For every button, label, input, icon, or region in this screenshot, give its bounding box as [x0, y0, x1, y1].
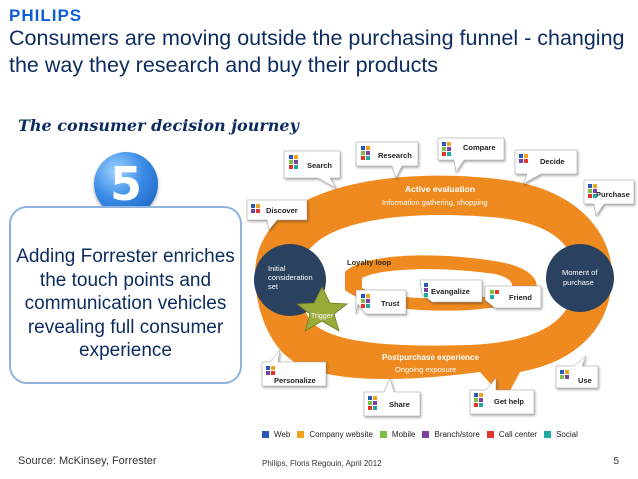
legend-swatch — [262, 431, 269, 438]
callout-evangelize-icons — [424, 283, 428, 297]
callout-research-label: Research — [378, 151, 412, 160]
slide-subtitle: The consumer decision journey — [18, 116, 299, 135]
callout-trust-label: Trust — [381, 299, 400, 308]
legend-swatch — [544, 431, 552, 438]
legend-swatch — [486, 431, 494, 438]
legend-label: Branch/store — [434, 430, 480, 439]
callout-friend-label: Friend — [509, 293, 532, 302]
legend-swatch — [422, 431, 430, 438]
legend-item-social: Social — [544, 430, 578, 439]
legend-label: Company website — [309, 430, 373, 439]
philips-logo: PHILIPS — [9, 6, 83, 25]
callout-evangelize-label: Evangalize — [431, 287, 470, 296]
callout-trust-icons — [361, 294, 370, 308]
callout-research — [355, 141, 419, 179]
callout-get-help-icons — [474, 393, 483, 407]
callout-share-icons — [368, 396, 377, 410]
footer-text: Philips, Floris Regouin, April 2012 — [262, 459, 382, 468]
initial-line-1: Initial — [268, 264, 286, 273]
callout-personalize — [261, 349, 327, 387]
active-evaluation-label: Active evaluation — [405, 184, 475, 194]
callout-discover-label: Discover — [266, 206, 298, 215]
callout-search-icons — [289, 155, 298, 169]
callout-compare — [437, 137, 505, 173]
postpurchase-sub: Ongoing exposure — [395, 365, 456, 374]
callout-personalize-icons — [266, 366, 275, 375]
callout-purchase-label: Purchase — [596, 190, 630, 199]
page-number: 5 — [613, 456, 619, 467]
note-text: Adding Forrester enriches the touch poin… — [16, 246, 235, 362]
callout-get-help — [469, 377, 535, 415]
legend-label: Call center — [498, 430, 538, 439]
legend-item-mobile: Mobile — [379, 430, 416, 439]
initial-line-2: consideration — [268, 273, 313, 282]
legend-item-web: Web — [262, 430, 290, 439]
legend-swatch — [297, 431, 305, 438]
callout-compare-label: Compare — [463, 143, 496, 152]
initial-line-3: set — [268, 282, 279, 291]
moment-line-1: Moment of — [562, 268, 598, 277]
channel-legend: Web Company website Mobile Branch/store … — [262, 430, 585, 439]
callout-personalize-label: Personalize — [274, 376, 316, 385]
legend-swatch — [379, 431, 387, 438]
number-badge: 5 — [94, 152, 158, 216]
source-note: Source: McKinsey, Forrester — [18, 455, 157, 467]
trigger-label: Trigger — [311, 313, 334, 320]
moment-line-2: purchase — [563, 278, 594, 287]
active-evaluation-sub: Information gathering, shopping — [382, 198, 488, 207]
callout-use-icons — [560, 370, 569, 379]
callout-use-label: Use — [578, 376, 592, 385]
legend-label: Mobile — [391, 430, 416, 439]
legend-label: Social — [556, 430, 578, 439]
legend-item-call-center: Call center — [486, 430, 538, 439]
callout-purchase-icons — [588, 184, 597, 198]
legend-item-branch-store: Branch/store — [422, 430, 480, 439]
callout-research-icons — [361, 146, 370, 160]
callout-discover-icons — [251, 204, 260, 213]
callout-use — [555, 355, 599, 389]
postpurchase-label: Postpurchase experience — [382, 353, 479, 362]
callout-compare-icons — [442, 142, 451, 156]
note-box: Adding Forrester enriches the touch poin… — [9, 206, 242, 384]
callout-friend-icons — [490, 290, 499, 299]
callout-share-label: Share — [389, 400, 410, 409]
callout-evangelize — [419, 279, 483, 303]
moment-of-purchase-circle: Moment of purchase — [546, 244, 614, 312]
initial-consideration-circle: Initial consideration set — [254, 244, 326, 316]
callout-search-label: Search — [307, 161, 332, 170]
legend-label: Web — [274, 430, 291, 439]
callout-decide-icons — [519, 154, 528, 163]
callout-decide — [514, 149, 578, 185]
callout-get-help-label: Get help — [494, 397, 524, 406]
legend-item-company-website: Company website — [297, 430, 373, 439]
callout-discover — [246, 199, 308, 231]
trigger-star: Trigger — [295, 286, 349, 332]
slide-title: Consumers are moving outside the purchas… — [9, 26, 625, 77]
loyalty-loop-label: Loyalty loop — [347, 258, 392, 267]
callout-share — [363, 377, 421, 417]
callout-decide-label: Decide — [540, 157, 565, 166]
badge-number: 5 — [109, 157, 142, 211]
